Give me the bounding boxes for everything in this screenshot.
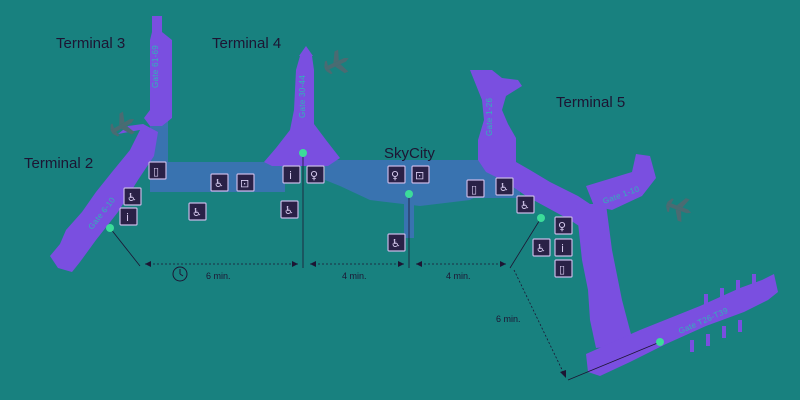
wheelchair-icon[interactable]: ♿ (516, 195, 535, 214)
svg-text:i: i (561, 242, 564, 255)
wheelchair-icon[interactable]: ♿ (387, 233, 406, 252)
svg-text:▯: ▯ (559, 263, 565, 276)
terminal-4-tip (299, 46, 313, 56)
gate-label-t5a: Gate 1-26 (485, 97, 494, 136)
leader-t5 (509, 217, 542, 269)
walk-time-skycity-t5: 4 min. (446, 271, 471, 281)
terminals (50, 16, 778, 376)
wheelchair-icon[interactable]: ♿ (495, 177, 514, 196)
terminal-5-gate-t26-t39 (586, 274, 778, 376)
svg-text:♿: ♿ (284, 204, 294, 217)
terminal-3-shape (144, 16, 172, 126)
svg-text:▯: ▯ (471, 183, 477, 196)
location-dot-t2[interactable] (106, 224, 114, 232)
spur (752, 274, 756, 286)
walk-time-t5-t5c: 6 min. (496, 314, 521, 324)
elevator-icon[interactable]: ⊡ (411, 165, 430, 184)
svg-text:⊡: ⊡ (415, 169, 424, 182)
info-icon[interactable]: i (554, 238, 573, 257)
terminal-5-lower-pier (576, 204, 632, 348)
svg-text:♿: ♿ (214, 177, 224, 190)
skycity-label: SkyCity (384, 145, 435, 162)
airplane-icon (324, 49, 349, 75)
gate-label-t3: Gate 61-69 (151, 45, 160, 88)
spur (736, 280, 740, 292)
terminal-5-label: Terminal 5 (556, 94, 625, 111)
gate-label-t4: Gate 30-44 (298, 75, 307, 118)
restroom-icon[interactable]: ♀ (554, 216, 573, 235)
walk-lines (109, 153, 661, 381)
restroom-icon[interactable]: ▯ (554, 259, 573, 278)
terminal-2-label: Terminal 2 (24, 155, 93, 172)
restroom-icon[interactable]: ♀ (306, 165, 325, 184)
terminal-5-gate-1-10 (586, 154, 656, 210)
walk-line-t5-t5c (513, 269, 567, 379)
svg-text:i: i (289, 169, 292, 182)
svg-text:⊡: ⊡ (240, 177, 249, 190)
info-icon[interactable]: i (119, 207, 138, 226)
airplane-icon (110, 111, 135, 137)
svg-text:♀: ♀ (558, 220, 566, 233)
spur (704, 294, 708, 306)
airplane-icon (666, 198, 692, 223)
arrow-head (398, 261, 404, 267)
wheelchair-icon[interactable]: ♿ (280, 200, 299, 219)
location-dot-t5c[interactable] (656, 338, 664, 346)
terminal-4-shape (264, 56, 340, 166)
restroom-icon[interactable]: ♀ (387, 165, 406, 184)
walkway-skycity (325, 160, 495, 206)
terminal-2-pier-top (118, 124, 150, 134)
walk-time-t4-skycity: 4 min. (342, 271, 367, 281)
svg-text:▯: ▯ (153, 165, 159, 178)
wheelchair-icon[interactable]: ♿ (210, 173, 229, 192)
svg-text:♿: ♿ (127, 191, 137, 204)
svg-text:i: i (126, 211, 129, 224)
arrow-head (145, 261, 151, 267)
arrow-head (292, 261, 298, 267)
elevator-icon[interactable]: ⊡ (236, 173, 255, 192)
arrow-head (310, 261, 316, 267)
svg-text:♿: ♿ (520, 199, 530, 212)
restroom-icon[interactable]: ▯ (148, 161, 167, 180)
location-dot-skycity[interactable] (405, 190, 413, 198)
wheelchair-icon[interactable]: ♿ (532, 238, 551, 257)
info-icon[interactable]: i (282, 165, 301, 184)
arrow-heads (145, 261, 566, 378)
svg-text:♿: ♿ (192, 206, 202, 219)
spur (738, 320, 742, 332)
svg-text:♿: ♿ (499, 181, 509, 194)
location-dot-t4[interactable] (299, 149, 307, 157)
wheelchair-icon[interactable]: ♿ (188, 202, 207, 221)
location-dots (106, 149, 664, 346)
spur (706, 334, 710, 346)
restroom-icon[interactable]: ▯ (466, 179, 485, 198)
gate-spurs (690, 274, 756, 352)
svg-text:♀: ♀ (310, 169, 318, 182)
terminal-3-label: Terminal 3 (56, 35, 125, 52)
terminal-2-shape (50, 124, 158, 272)
svg-text:♿: ♿ (536, 242, 546, 255)
clock-icon (172, 266, 188, 282)
arrow-head (416, 261, 422, 267)
terminal-4-label: Terminal 4 (212, 35, 281, 52)
amenity-icons: ▯ ♿ i ♿ ⊡ ♿ i ♀ ♿ ♀ ⊡ ♿ ▯ ♿ ♿ ♀ ♿ i ▯ (119, 161, 573, 278)
walk-time-t2-t4: 6 min. (206, 271, 231, 281)
svg-text:♿: ♿ (391, 237, 401, 250)
arrow-head (560, 370, 566, 378)
spur (722, 326, 726, 338)
arrow-head (500, 261, 506, 267)
location-dot-t5[interactable] (537, 214, 545, 222)
wheelchair-icon[interactable]: ♿ (123, 187, 142, 206)
leader-t5c (567, 341, 661, 381)
spur (690, 340, 694, 352)
leader-t2 (109, 227, 141, 267)
svg-text:♀: ♀ (391, 169, 399, 182)
spur (720, 288, 724, 300)
